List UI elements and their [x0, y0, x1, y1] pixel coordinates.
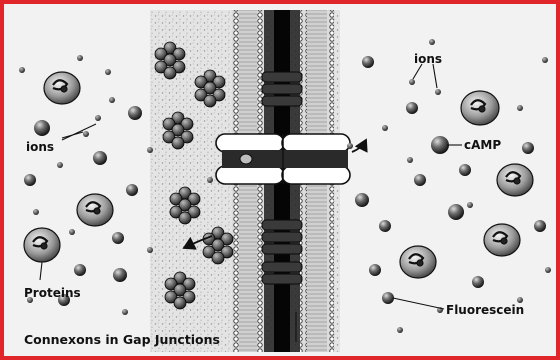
figure-caption: Connexons in Gap Junctions — [24, 333, 220, 347]
connexon-channel — [216, 134, 350, 184]
closed-connexon-upper — [262, 72, 302, 106]
label-proteins: Proteins — [24, 286, 81, 300]
label-camp: cAMP — [464, 138, 501, 152]
closed-connexon-lower — [262, 220, 302, 284]
label-ions-upper-right: ions — [414, 52, 442, 66]
label-fluorescein: Fluorescein — [446, 303, 524, 317]
label-ions-left: ions — [26, 140, 54, 154]
